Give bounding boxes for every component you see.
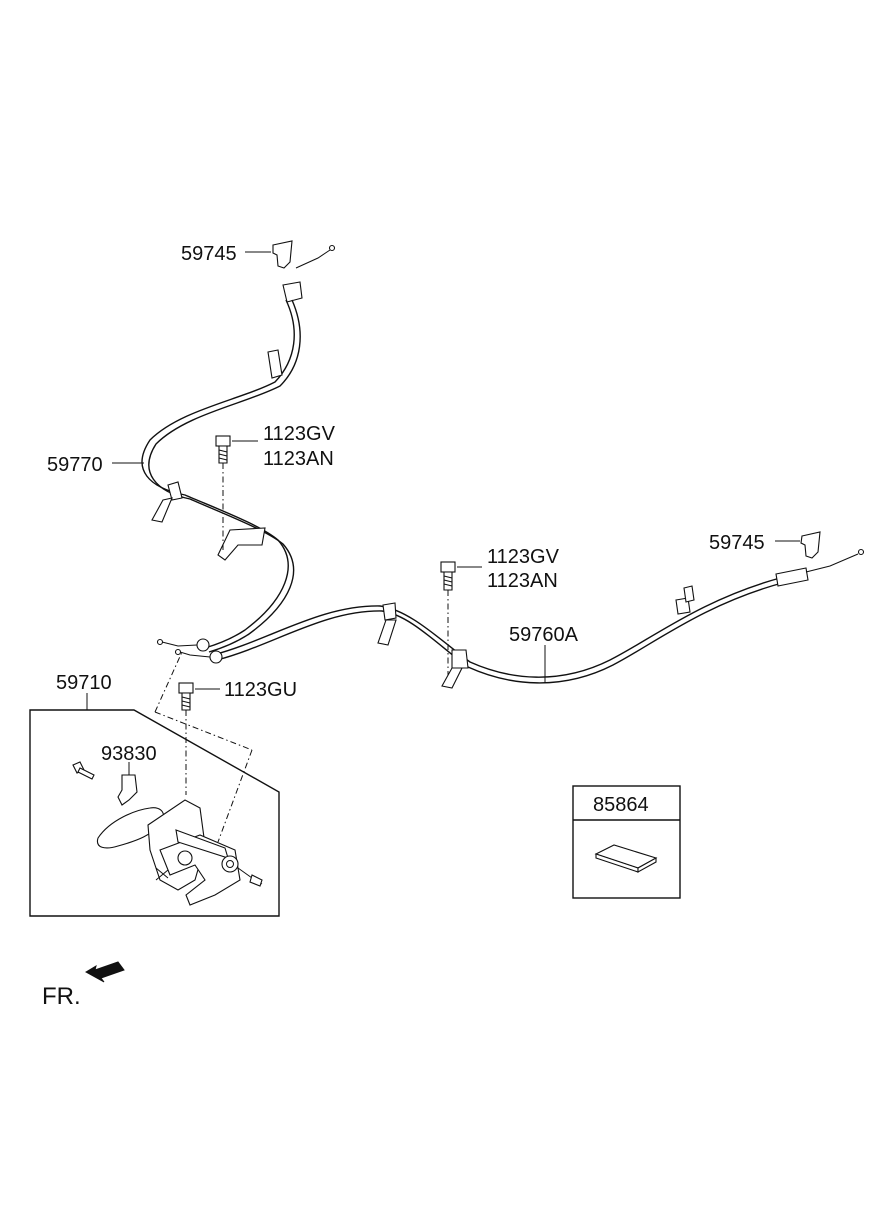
label-59745-right: 59745 (709, 532, 765, 554)
label-1123an-mid: 1123AN (487, 570, 558, 592)
label-front: FR. (42, 983, 81, 1010)
label-59745-top: 59745 (181, 243, 237, 265)
label-59710: 59710 (56, 672, 112, 694)
label-59770: 59770 (47, 454, 103, 476)
cable-59760a (174, 548, 865, 689)
bolt-1123gu (178, 682, 220, 795)
parking-brake-pedal (96, 799, 263, 906)
clip-59745-right (775, 531, 821, 559)
label-1123gv-mid: 1123GV (487, 546, 560, 568)
bolt-1123gv-mid (440, 561, 482, 675)
cable-59770 (141, 244, 336, 653)
bolt-93830 (72, 761, 138, 806)
label-59760a: 59760A (509, 624, 579, 646)
label-85864: 85864 (593, 794, 649, 816)
label-1123gu: 1123GU (224, 679, 297, 701)
bolt-1123gv-left (215, 435, 258, 550)
label-1123gv-left: 1123GV (263, 423, 336, 445)
label-box-85864 (572, 785, 681, 899)
clip-59745-top (245, 240, 293, 269)
lever-assembly-box (29, 651, 280, 917)
label-1123an-left: 1123AN (263, 448, 334, 470)
arrow-front-icon (85, 961, 125, 983)
label-93830: 93830 (101, 743, 157, 765)
